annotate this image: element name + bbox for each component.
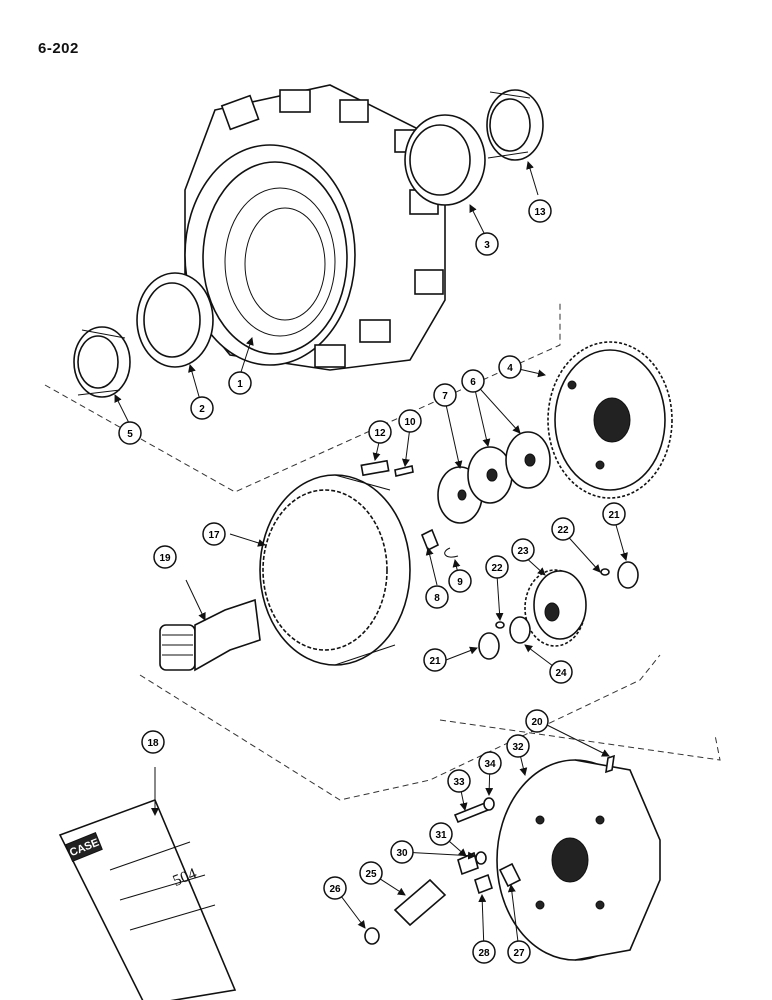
svg-text:28: 28 [478, 948, 490, 959]
ring-gear [259, 474, 411, 666]
lock-plate [360, 459, 390, 477]
group-outline-lower [439, 719, 721, 761]
plug-30 [457, 851, 479, 876]
leader-lines [114, 161, 628, 951]
planet-carrier [496, 759, 661, 961]
svg-text:6: 6 [470, 377, 476, 388]
svg-text:19: 19 [159, 553, 171, 564]
hub-housing [184, 84, 446, 371]
spring-pin [444, 547, 459, 558]
svg-text:18: 18 [147, 738, 159, 749]
bearing-cone-13 [486, 89, 544, 161]
callout-21b: 21 [423, 648, 447, 672]
planet-pin-25 [393, 878, 447, 927]
svg-text:34: 34 [484, 759, 496, 770]
svg-text:21: 21 [429, 656, 441, 667]
callout-34: 34 [478, 751, 502, 775]
callout-1: 1 [228, 371, 252, 395]
sealant-tube: CASE 504 [58, 798, 237, 1000]
callout-5: 5 [118, 421, 142, 445]
svg-text:31: 31 [435, 830, 447, 841]
svg-text:20: 20 [531, 717, 543, 728]
needle-bearing-22a [600, 568, 610, 576]
nut-28 [474, 873, 493, 895]
output-shaft [159, 598, 261, 672]
svg-text:7: 7 [442, 391, 448, 402]
spring-27 [498, 862, 522, 888]
callout-9: 9 [448, 569, 472, 593]
bolt-10 [394, 465, 414, 477]
washer-34 [483, 797, 495, 811]
thrust-washer-21b [478, 632, 500, 660]
callout-20: 20 [525, 709, 549, 733]
svg-text:2: 2 [199, 404, 205, 415]
bolt-33 [453, 801, 490, 824]
callout-12: 12 [368, 420, 392, 444]
callout-25: 25 [359, 861, 383, 885]
svg-text:23: 23 [517, 546, 529, 557]
callout-26: 26 [323, 876, 347, 900]
thrust-washer-6b [505, 431, 551, 489]
group-outline-middle [139, 654, 661, 801]
bearing-cup-2 [136, 272, 214, 368]
needle-bearing-22b [495, 621, 505, 629]
svg-text:1: 1 [237, 379, 243, 390]
svg-text:27: 27 [513, 948, 525, 959]
svg-text:13: 13 [534, 207, 546, 218]
callout-21a: 21 [602, 502, 626, 526]
svg-text:25: 25 [365, 869, 377, 880]
retaining-ring-26 [364, 927, 380, 945]
svg-text:21: 21 [608, 510, 620, 521]
callout-6: 6 [461, 369, 485, 393]
svg-text:9: 9 [457, 577, 463, 588]
bolt-8 [420, 528, 440, 552]
callout-4: 4 [498, 355, 522, 379]
thrust-washer-6a [467, 446, 513, 504]
callout-24: 24 [549, 660, 573, 684]
svg-text:8: 8 [434, 593, 440, 604]
callout-33: 33 [447, 769, 471, 793]
svg-text:26: 26 [329, 884, 341, 895]
svg-text:22: 22 [491, 563, 503, 574]
callouts: 1 2 3 4 5 6 7 8 9 10 12 13 17 18 19 20 2… [118, 199, 626, 964]
thrust-washer-21a [617, 561, 639, 589]
callout-13: 13 [528, 199, 552, 223]
callout-7: 7 [433, 383, 457, 407]
callout-27: 27 [507, 940, 531, 964]
dowel-pin-20 [605, 754, 615, 774]
svg-text:32: 32 [512, 742, 524, 753]
callout-31: 31 [429, 822, 453, 846]
large-spur-gear [547, 341, 673, 499]
svg-text:33: 33 [453, 777, 465, 788]
svg-text:24: 24 [555, 668, 567, 679]
callout-10: 10 [398, 409, 422, 433]
bearing-cone-5 [73, 326, 131, 398]
svg-text:22: 22 [557, 525, 569, 536]
callout-17: 17 [202, 522, 226, 546]
callout-22a: 22 [551, 517, 575, 541]
svg-text:12: 12 [374, 428, 386, 439]
svg-text:3: 3 [484, 240, 490, 251]
planet-gear [524, 569, 587, 647]
callout-18: 18 [141, 730, 165, 754]
svg-text:10: 10 [404, 417, 416, 428]
spacer-washer [509, 616, 531, 644]
callout-3: 3 [475, 232, 499, 256]
page-number: 6-202 [38, 40, 79, 57]
svg-text:30: 30 [396, 848, 408, 859]
callout-30: 30 [390, 840, 414, 864]
bearing-cup-3 [404, 114, 486, 206]
callout-32: 32 [506, 734, 530, 758]
washer-31 [475, 851, 487, 865]
svg-text:4: 4 [507, 363, 513, 374]
callout-19: 19 [153, 545, 177, 569]
callout-2: 2 [190, 396, 214, 420]
callout-23: 23 [511, 538, 535, 562]
svg-text:5: 5 [127, 429, 133, 440]
svg-text:17: 17 [208, 530, 220, 541]
callout-8: 8 [425, 585, 449, 609]
callout-28: 28 [472, 940, 496, 964]
callout-22b: 22 [485, 555, 509, 579]
